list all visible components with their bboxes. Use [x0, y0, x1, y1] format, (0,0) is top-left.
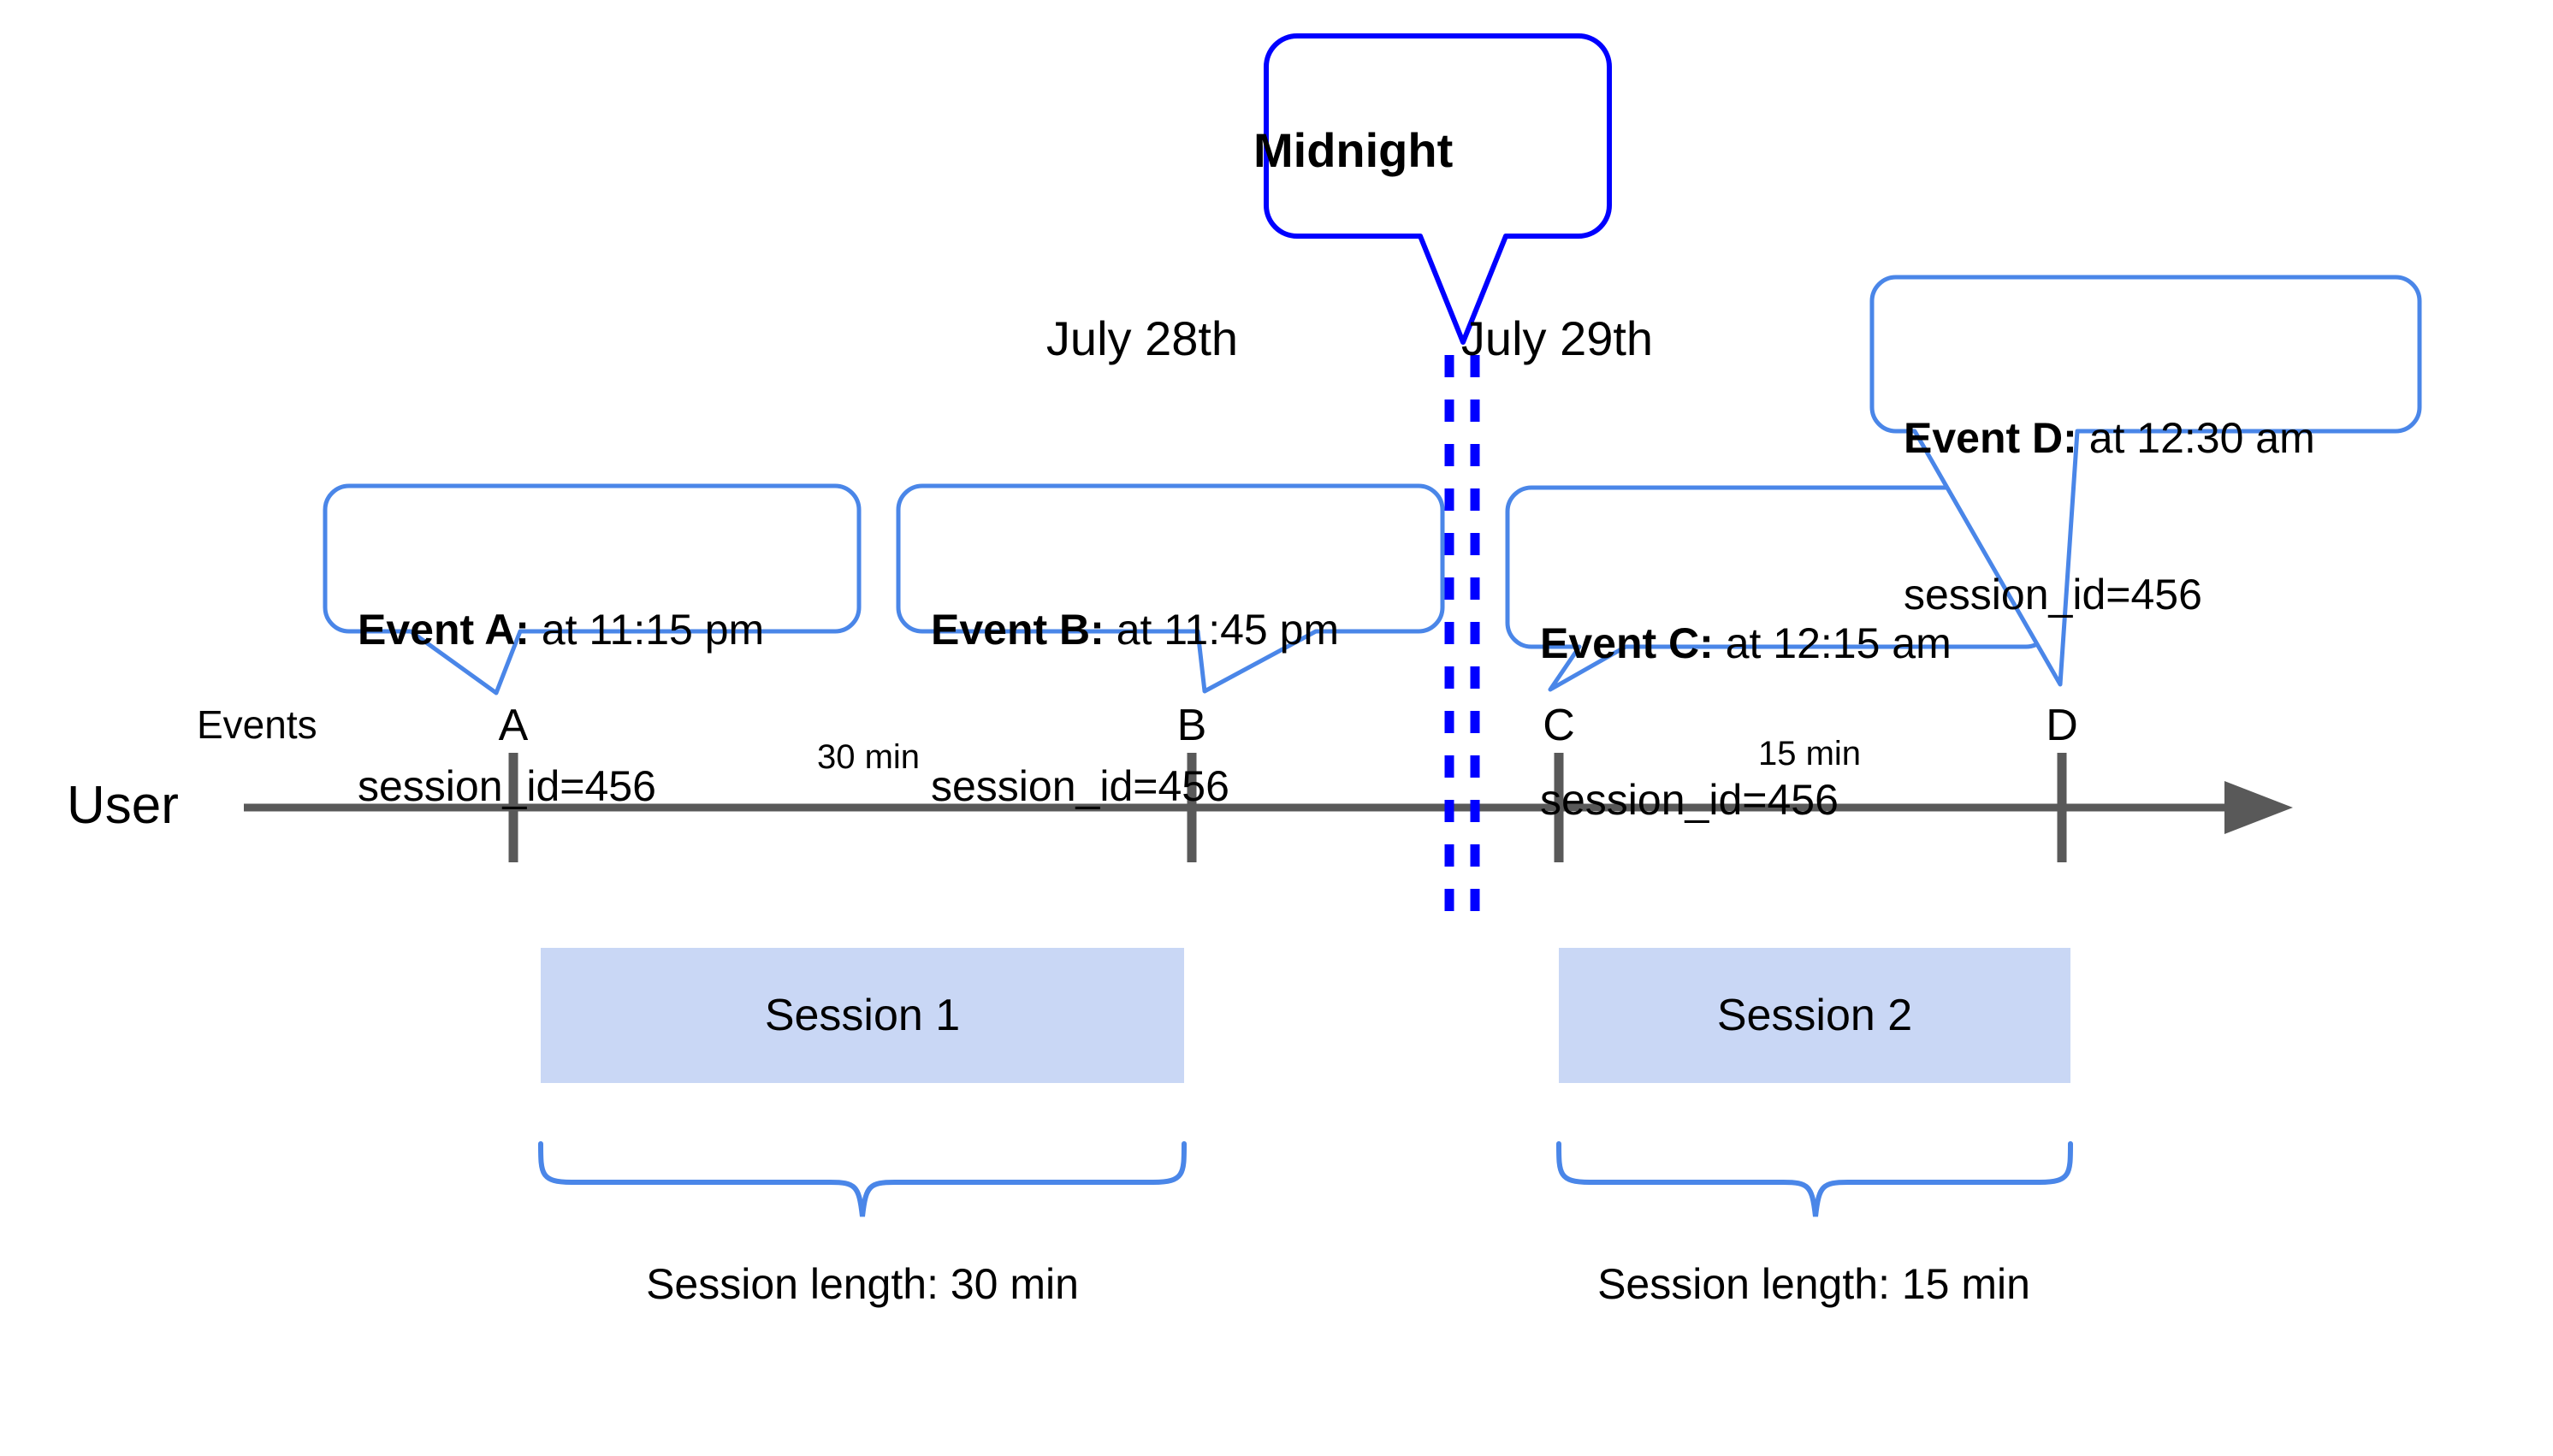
- tick-label-d: D: [2046, 701, 2078, 750]
- duration-label-ab: 30 min: [816, 738, 921, 776]
- event-d-time: at 12:30 am: [2076, 414, 2315, 462]
- date-label-july-29: July 29th: [1460, 311, 1654, 365]
- session-2-label: Session 2: [1716, 991, 1913, 1040]
- midnight-label: Midnight: [1253, 123, 1454, 177]
- event-d-title: Event D:: [1904, 414, 2077, 462]
- event-b-title: Event B:: [931, 606, 1105, 654]
- event-c-detail: session_id=456: [1540, 776, 1839, 824]
- event-b-callout-text: Event B: at 11:45 pm session_id=456: [931, 500, 1339, 917]
- session-2-length-caption: Session length: 15 min: [1597, 1260, 2030, 1308]
- session-1-box: Session 1: [541, 948, 1184, 1083]
- event-c-time: at 12:15 am: [1713, 619, 1952, 667]
- event-d-callout-text: Event D: at 12:30 am session_id=456: [1904, 308, 2315, 725]
- tick-label-a: A: [498, 701, 529, 750]
- tick-label-c: C: [1543, 701, 1575, 750]
- event-a-callout-text: Event A: at 11:15 pm session_id=456: [358, 500, 764, 917]
- date-label-july-28: July 28th: [1045, 311, 1239, 365]
- event-d-detail: session_id=456: [1904, 571, 2202, 619]
- event-a-title: Event A:: [358, 606, 530, 654]
- session-1-label: Session 1: [764, 991, 961, 1040]
- tick-label-b: B: [1176, 701, 1207, 750]
- session-1-length-caption: Session length: 30 min: [646, 1260, 1079, 1308]
- event-b-detail: session_id=456: [931, 762, 1229, 810]
- duration-label-cd: 15 min: [1757, 735, 1862, 772]
- user-row-label: User: [67, 776, 179, 835]
- event-c-callout-text: Event C: at 12:15 am session_id=456: [1540, 513, 1952, 931]
- session-2-brace: [1556, 1141, 2073, 1217]
- event-c-title: Event C:: [1540, 619, 1714, 667]
- midnight-divider: [1444, 355, 1480, 928]
- midnight-callout-shape: [1264, 33, 1612, 345]
- session-1-brace: [538, 1141, 1187, 1217]
- event-a-time: at 11:15 pm: [529, 606, 765, 654]
- session-2-box: Session 2: [1559, 948, 2070, 1083]
- events-row-label: Events: [197, 702, 317, 747]
- event-a-detail: session_id=456: [358, 762, 656, 810]
- event-b-time: at 11:45 pm: [1104, 606, 1340, 654]
